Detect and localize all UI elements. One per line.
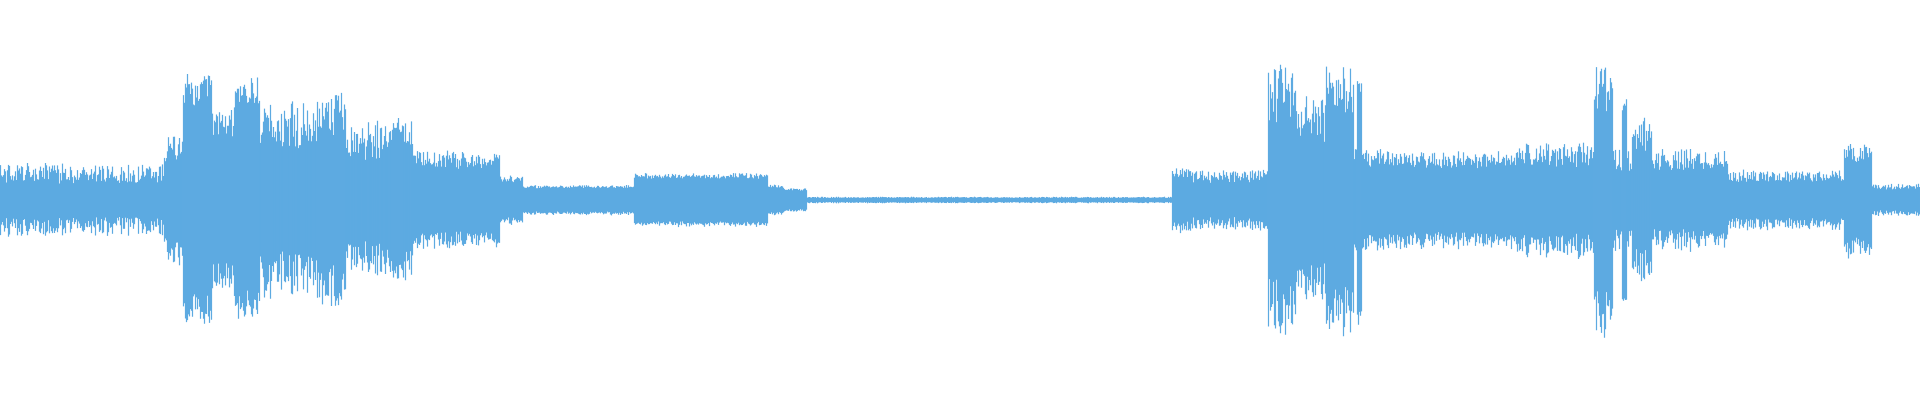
- waveform-bars: [0, 64, 1920, 338]
